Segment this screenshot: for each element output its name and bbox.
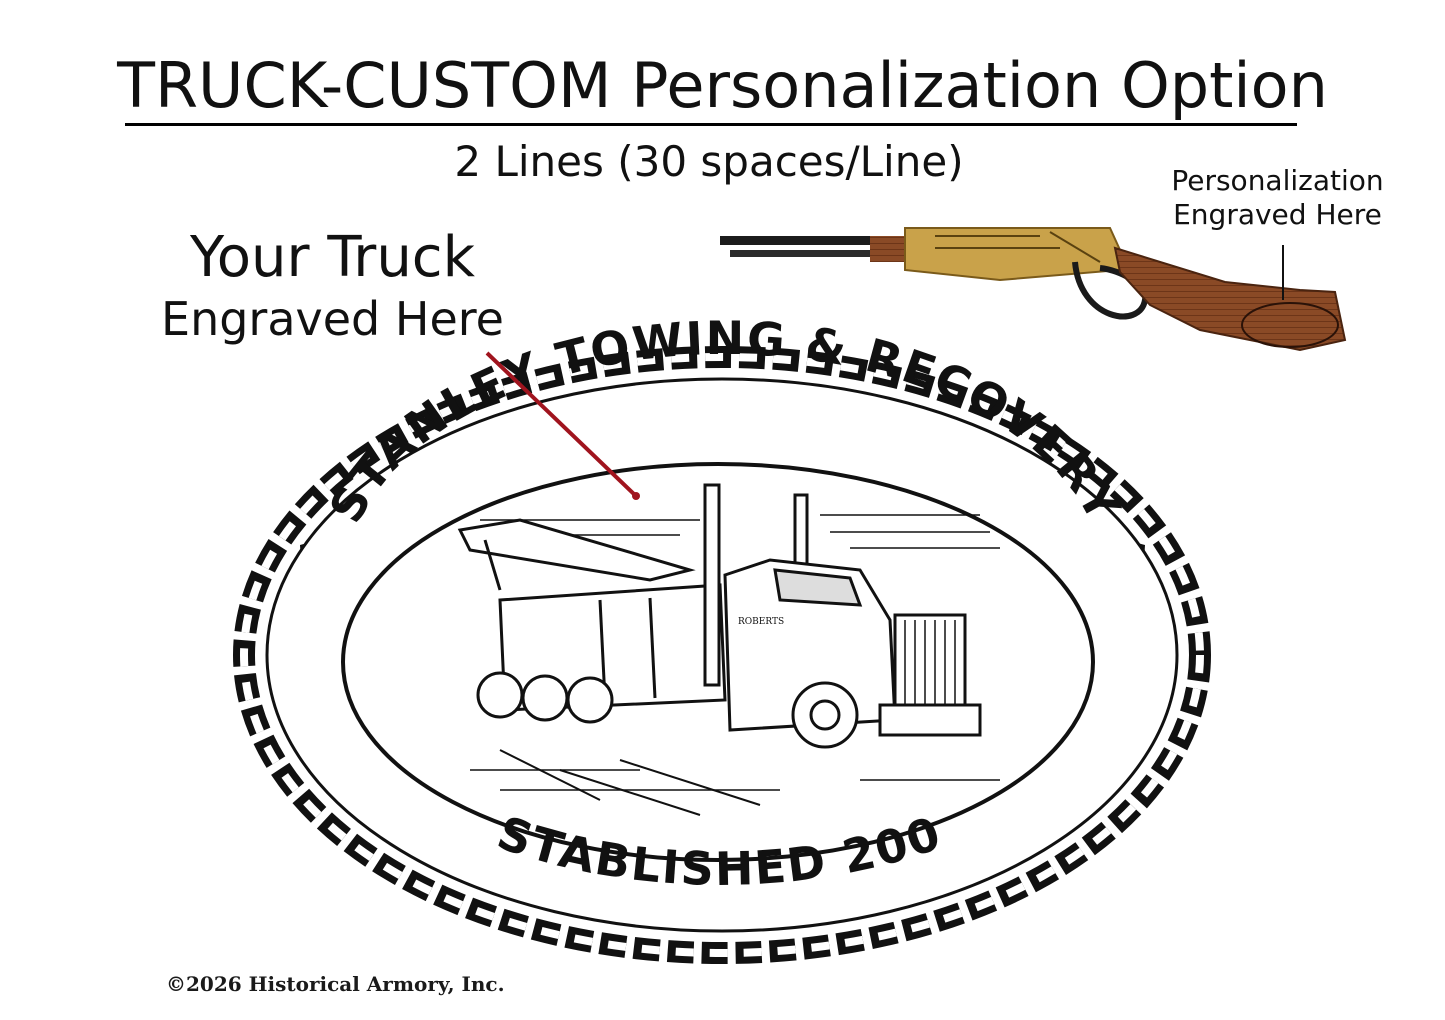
rear-wheel-2 [521,674,569,722]
truck-pointer-dot [632,492,640,500]
truck-bumper [878,703,982,737]
rifle-image [720,227,1347,352]
personalization-callout: Personalization Engraved Here [1150,164,1405,232]
rear-wheel-1 [476,671,524,719]
tow-boom [457,518,696,582]
truck-door-text: ROBERTS [738,617,784,627]
stock-engraving-oval [1241,302,1339,348]
exhaust-stack [703,483,721,687]
page-title: TRUCK-CUSTOM Personalization Option [117,49,1328,122]
tow-truck-illustration: ROBERTS [457,483,1000,816]
rifle-forend [870,236,905,262]
truck-callout-line1: Your Truck [189,225,476,290]
copyright-footer: ©2026 Historical Armory, Inc. [166,972,505,996]
personalization-callout-line1: Personalization [1171,164,1384,197]
rifle-stock [1113,246,1347,352]
emblem: STANLEY TOWING & RECOVERY ESTABLISHED 20… [0,0,1211,964]
title-underline [125,123,1297,126]
chain-links-highlight [240,353,1204,957]
truck-pointer-line [485,351,638,498]
truck-windshield [773,568,863,607]
truck-callout-line2: Engraved Here [161,292,504,346]
page-subtitle: 2 Lines (30 spaces/Line) [454,137,964,186]
rifle-magazine-tube [730,250,910,257]
sky-hatching [470,514,1000,791]
front-wheel [791,681,859,749]
rifle-barrel [720,236,910,245]
truck-grille [893,613,967,712]
ground-shadow [499,749,761,816]
personalization-callout-line2: Engraved Here [1173,198,1382,231]
rear-wheel-3 [566,676,614,724]
receiver-engraving [935,231,1101,263]
tow-cable [483,539,502,591]
truck-callout: Your Truck Engraved Here [120,225,545,347]
